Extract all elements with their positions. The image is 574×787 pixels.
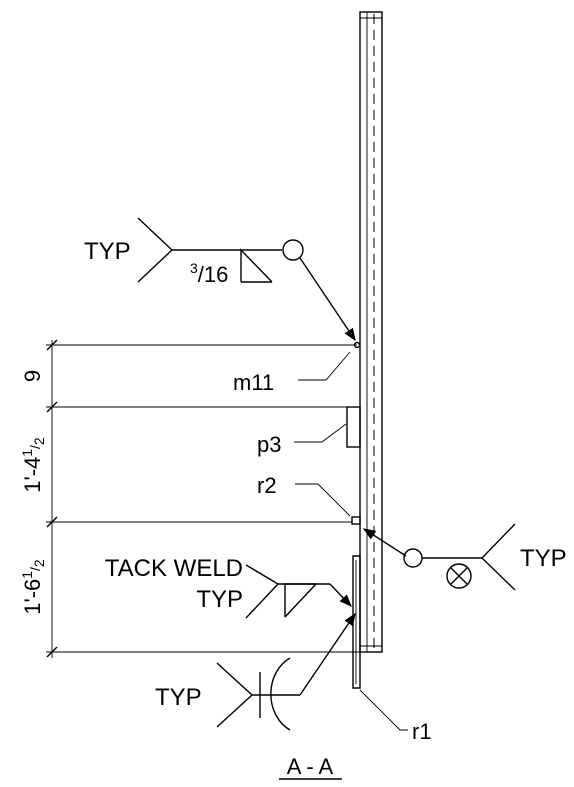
r2-label: r2: [257, 473, 277, 498]
p3-label: p3: [257, 432, 281, 457]
r1-leader: [359, 689, 408, 731]
right-typ-label: TYP: [520, 545, 567, 572]
r1-strap: [352, 555, 361, 689]
tack-weld-symbol: [245, 564, 352, 619]
p3-plate: [346, 406, 361, 448]
dim-9-label: 9: [20, 370, 45, 382]
bottom-weld-symbol: [216, 612, 356, 731]
p3-leader: [294, 423, 347, 443]
dim-1-6-half-label: 1'-61/2: [19, 559, 47, 615]
r2-leader: [295, 483, 351, 517]
r1-label: r1: [412, 719, 432, 744]
vertical-member: [359, 11, 383, 653]
fillet-size-label: 3/16: [190, 260, 228, 287]
right-weld-symbol: [362, 523, 516, 591]
section-title: A - A: [287, 754, 334, 779]
bottom-typ-label: TYP: [155, 684, 202, 711]
tack-weld-typ-label: TYP: [196, 586, 243, 613]
m11-leader: [298, 351, 351, 381]
top-typ-label: TYP: [84, 238, 131, 265]
dimension-lines: [46, 339, 360, 658]
dim-1-4-half-label: 1'-41/2: [19, 437, 47, 493]
m11-label: m11: [233, 370, 274, 395]
r2-stub: [351, 516, 361, 525]
top-weld-symbol: [137, 217, 356, 342]
tack-weld-label: TACK WELD: [105, 555, 243, 582]
